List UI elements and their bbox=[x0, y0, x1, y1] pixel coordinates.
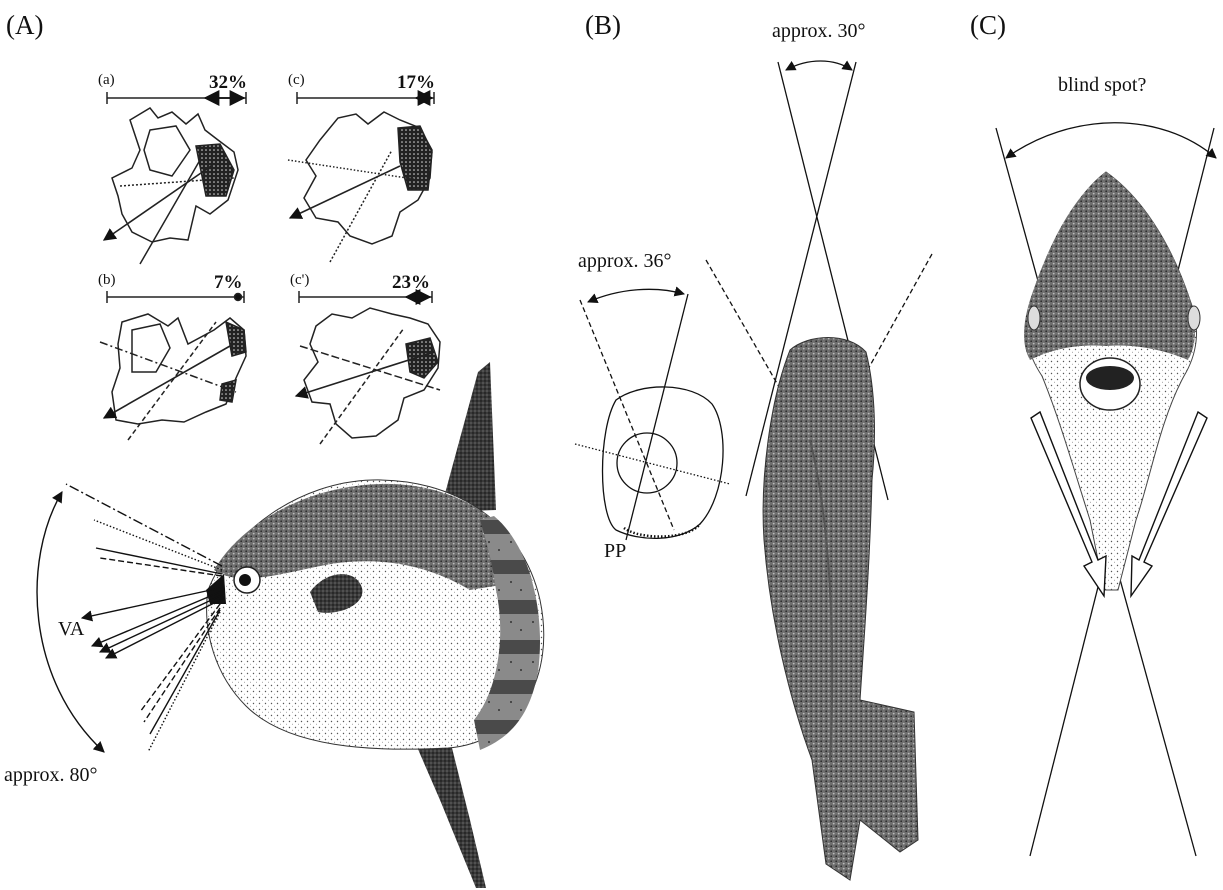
sublabel-c: (c) bbox=[288, 72, 305, 89]
angle-label-80: approx. 80° bbox=[4, 764, 98, 787]
percentage-a: 32% bbox=[209, 72, 247, 94]
sunfish-lateral bbox=[206, 362, 544, 888]
percentage-b: 7% bbox=[214, 272, 243, 294]
label-va: VA bbox=[58, 618, 84, 641]
panel-a-letter: (A) bbox=[6, 10, 43, 41]
retina-map-b bbox=[100, 291, 246, 440]
retina-map-c bbox=[288, 92, 434, 262]
label-pp: PP bbox=[604, 540, 626, 563]
sublabel-a: (a) bbox=[98, 72, 115, 89]
angle-label-30: approx. 30° bbox=[772, 20, 866, 43]
sunfish-dorsal bbox=[763, 338, 918, 881]
retina-map-c-prime bbox=[296, 291, 440, 444]
retina-map-a bbox=[104, 92, 246, 264]
percentage-c: 17% bbox=[397, 72, 435, 94]
eye-diagram bbox=[575, 289, 730, 540]
panel-c-letter: (C) bbox=[970, 10, 1006, 41]
panel-b-letter: (B) bbox=[585, 10, 621, 41]
blind-spot-caption: blind spot? bbox=[1058, 74, 1146, 97]
percentage-c-prime: 23% bbox=[392, 272, 430, 294]
sublabel-b: (b) bbox=[98, 272, 116, 289]
angle-label-36: approx. 36° bbox=[578, 250, 672, 273]
sublabel-c-prime: (c') bbox=[290, 272, 309, 289]
sunfish-frontal bbox=[1024, 172, 1200, 590]
